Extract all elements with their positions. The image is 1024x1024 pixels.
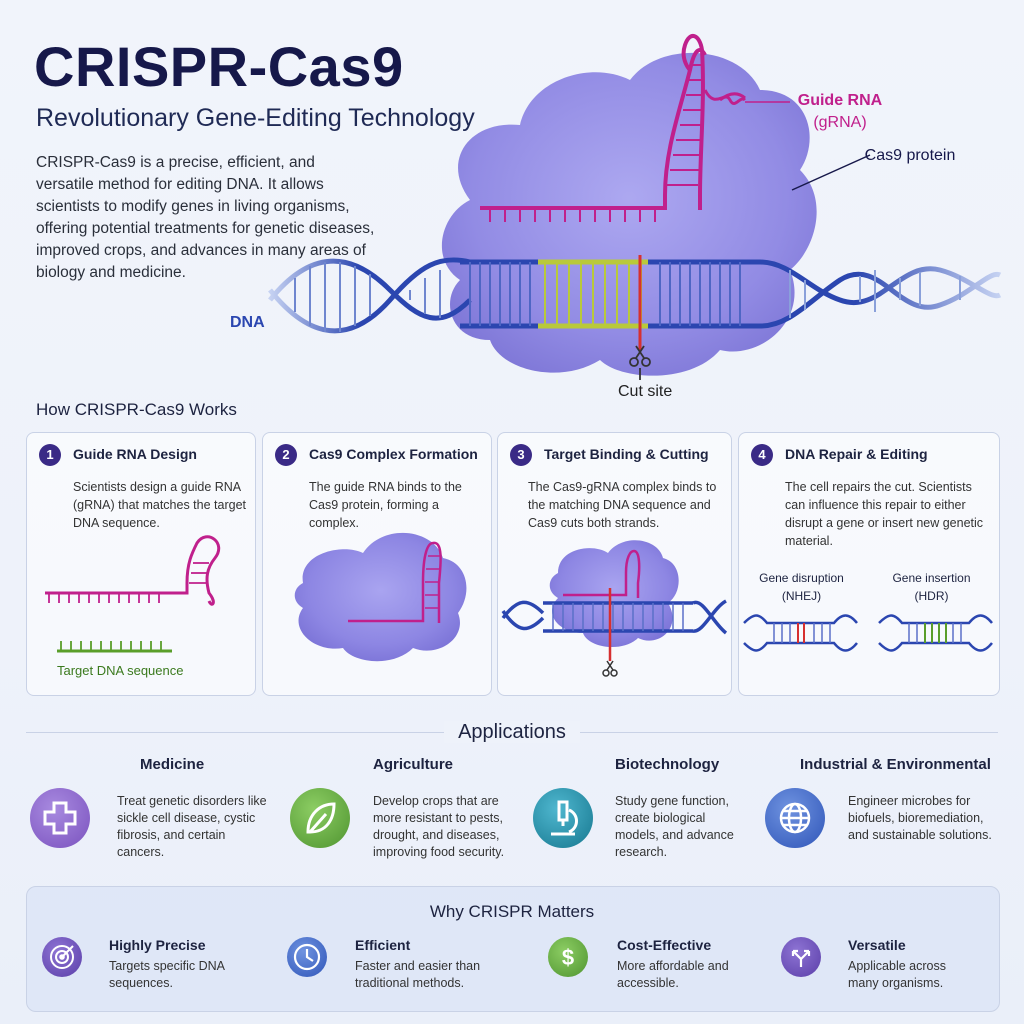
step-number: 1 [39, 444, 61, 466]
why-title-cost: Cost-Effective [617, 937, 712, 953]
step-card-1: 1 Guide RNA Design Scientists design a g… [26, 432, 256, 696]
how-it-works-heading: How CRISPR-Cas9 Works [36, 400, 237, 419]
gene-disruption-label: Gene disruption (NHEJ) [744, 569, 859, 605]
globe-icon [765, 788, 825, 848]
nhej-sub: (NHEJ) [781, 589, 822, 603]
why-text-efficient: Faster and easier than traditional metho… [355, 959, 481, 990]
arrows-icon [781, 937, 821, 977]
hdr-sub: (HDR) [914, 589, 949, 603]
step-text: The Cas9-gRNA complex binds to the match… [528, 480, 717, 530]
guide-rna-sub: (gRNA) [813, 114, 867, 131]
app-title-agriculture: Agriculture [373, 756, 454, 773]
step-title: Cas9 Complex Formation [309, 446, 478, 462]
dna-label: DNA [230, 314, 265, 331]
why-crispr-panel [26, 886, 1000, 1012]
guide-rna-title: Guide RNA [797, 92, 883, 109]
guide-rna [480, 34, 747, 222]
leaf-icon [290, 788, 350, 848]
cut-site-label: Cut site [618, 383, 673, 400]
step-title: Target Binding & Cutting [544, 446, 709, 462]
intro-text: CRISPR-Cas9 is a precise, efficient, and… [36, 154, 375, 281]
cas9-protein-label: Cas9 protein [864, 147, 956, 164]
microscope-icon [533, 788, 593, 848]
hdr-title: Gene insertion [892, 571, 971, 585]
why-title-precise: Highly Precise [109, 937, 206, 953]
app-title-medicine: Medicine [140, 756, 205, 773]
step-text: The guide RNA binds to the Cas9 protein,… [309, 480, 462, 530]
cas9-protein [441, 52, 817, 376]
why-text-precise: Targets specific DNA sequences. [109, 959, 225, 990]
app-text-agriculture: Develop crops that are more resistant to… [373, 794, 505, 859]
scissors-icon [602, 660, 618, 677]
applications-heading: Applications [0, 721, 1024, 744]
app-text-biotechnology: Study gene function, create biological m… [615, 794, 734, 859]
target-dna-label: Target DNA sequence [57, 663, 184, 678]
step-card-4: 4 DNA Repair & Editing The cell repairs … [738, 432, 1000, 696]
app-title-biotechnology: Biotechnology [615, 756, 720, 773]
step-text: Scientists design a guide RNA (gRNA) tha… [73, 480, 246, 530]
page-subtitle: Revolutionary Gene-Editing Technology [36, 104, 475, 132]
cas9-complex-diagram [294, 532, 467, 662]
app-title-industrial: Industrial & Environmental [800, 756, 991, 773]
guide-rna-label: Guide RNA (gRNA) [780, 90, 900, 134]
step-card-3: 3 Target Binding & Cutting The Cas9-gRNA… [497, 432, 732, 696]
step-number: 2 [275, 444, 297, 466]
step-text: The cell repairs the cut. Scientists can… [785, 480, 984, 548]
target-icon [42, 937, 82, 977]
why-text-cost: More affordable and accessible. [617, 959, 729, 990]
app-text-medicine: Treat genetic disorders like sickle cell… [117, 794, 267, 859]
nhej-title: Gene disruption [759, 571, 844, 585]
why-title-versatile: Versatile [848, 937, 906, 953]
dna-repair-diagram [743, 614, 993, 652]
step-number: 3 [510, 444, 532, 466]
clock-icon [287, 937, 327, 977]
dna-helix [268, 257, 1002, 334]
svg-text:$: $ [562, 945, 574, 970]
plus-icon [30, 788, 90, 848]
step-card-2: 2 Cas9 Complex Formation The guide RNA b… [262, 432, 492, 696]
gene-insertion-label: Gene insertion (HDR) [874, 569, 989, 605]
why-crispr-heading: Why CRISPR Matters [429, 902, 595, 921]
step-number: 4 [751, 444, 773, 466]
page-title: CRISPR-Cas9 [34, 35, 404, 98]
step-title: Guide RNA Design [73, 446, 197, 462]
why-title-efficient: Efficient [355, 937, 411, 953]
app-text-industrial: Engineer microbes for biofuels, bioremed… [848, 794, 992, 842]
applications-heading-text: Applications [444, 721, 580, 743]
scissors-icon [629, 345, 651, 380]
why-text-versatile: Applicable across many organisms. [848, 959, 946, 990]
dollar-icon: $ [548, 937, 588, 977]
step-title: DNA Repair & Editing [785, 446, 928, 462]
hero-diagram [268, 34, 1002, 380]
grna-design-diagram [45, 535, 221, 653]
target-binding-diagram [501, 540, 728, 677]
